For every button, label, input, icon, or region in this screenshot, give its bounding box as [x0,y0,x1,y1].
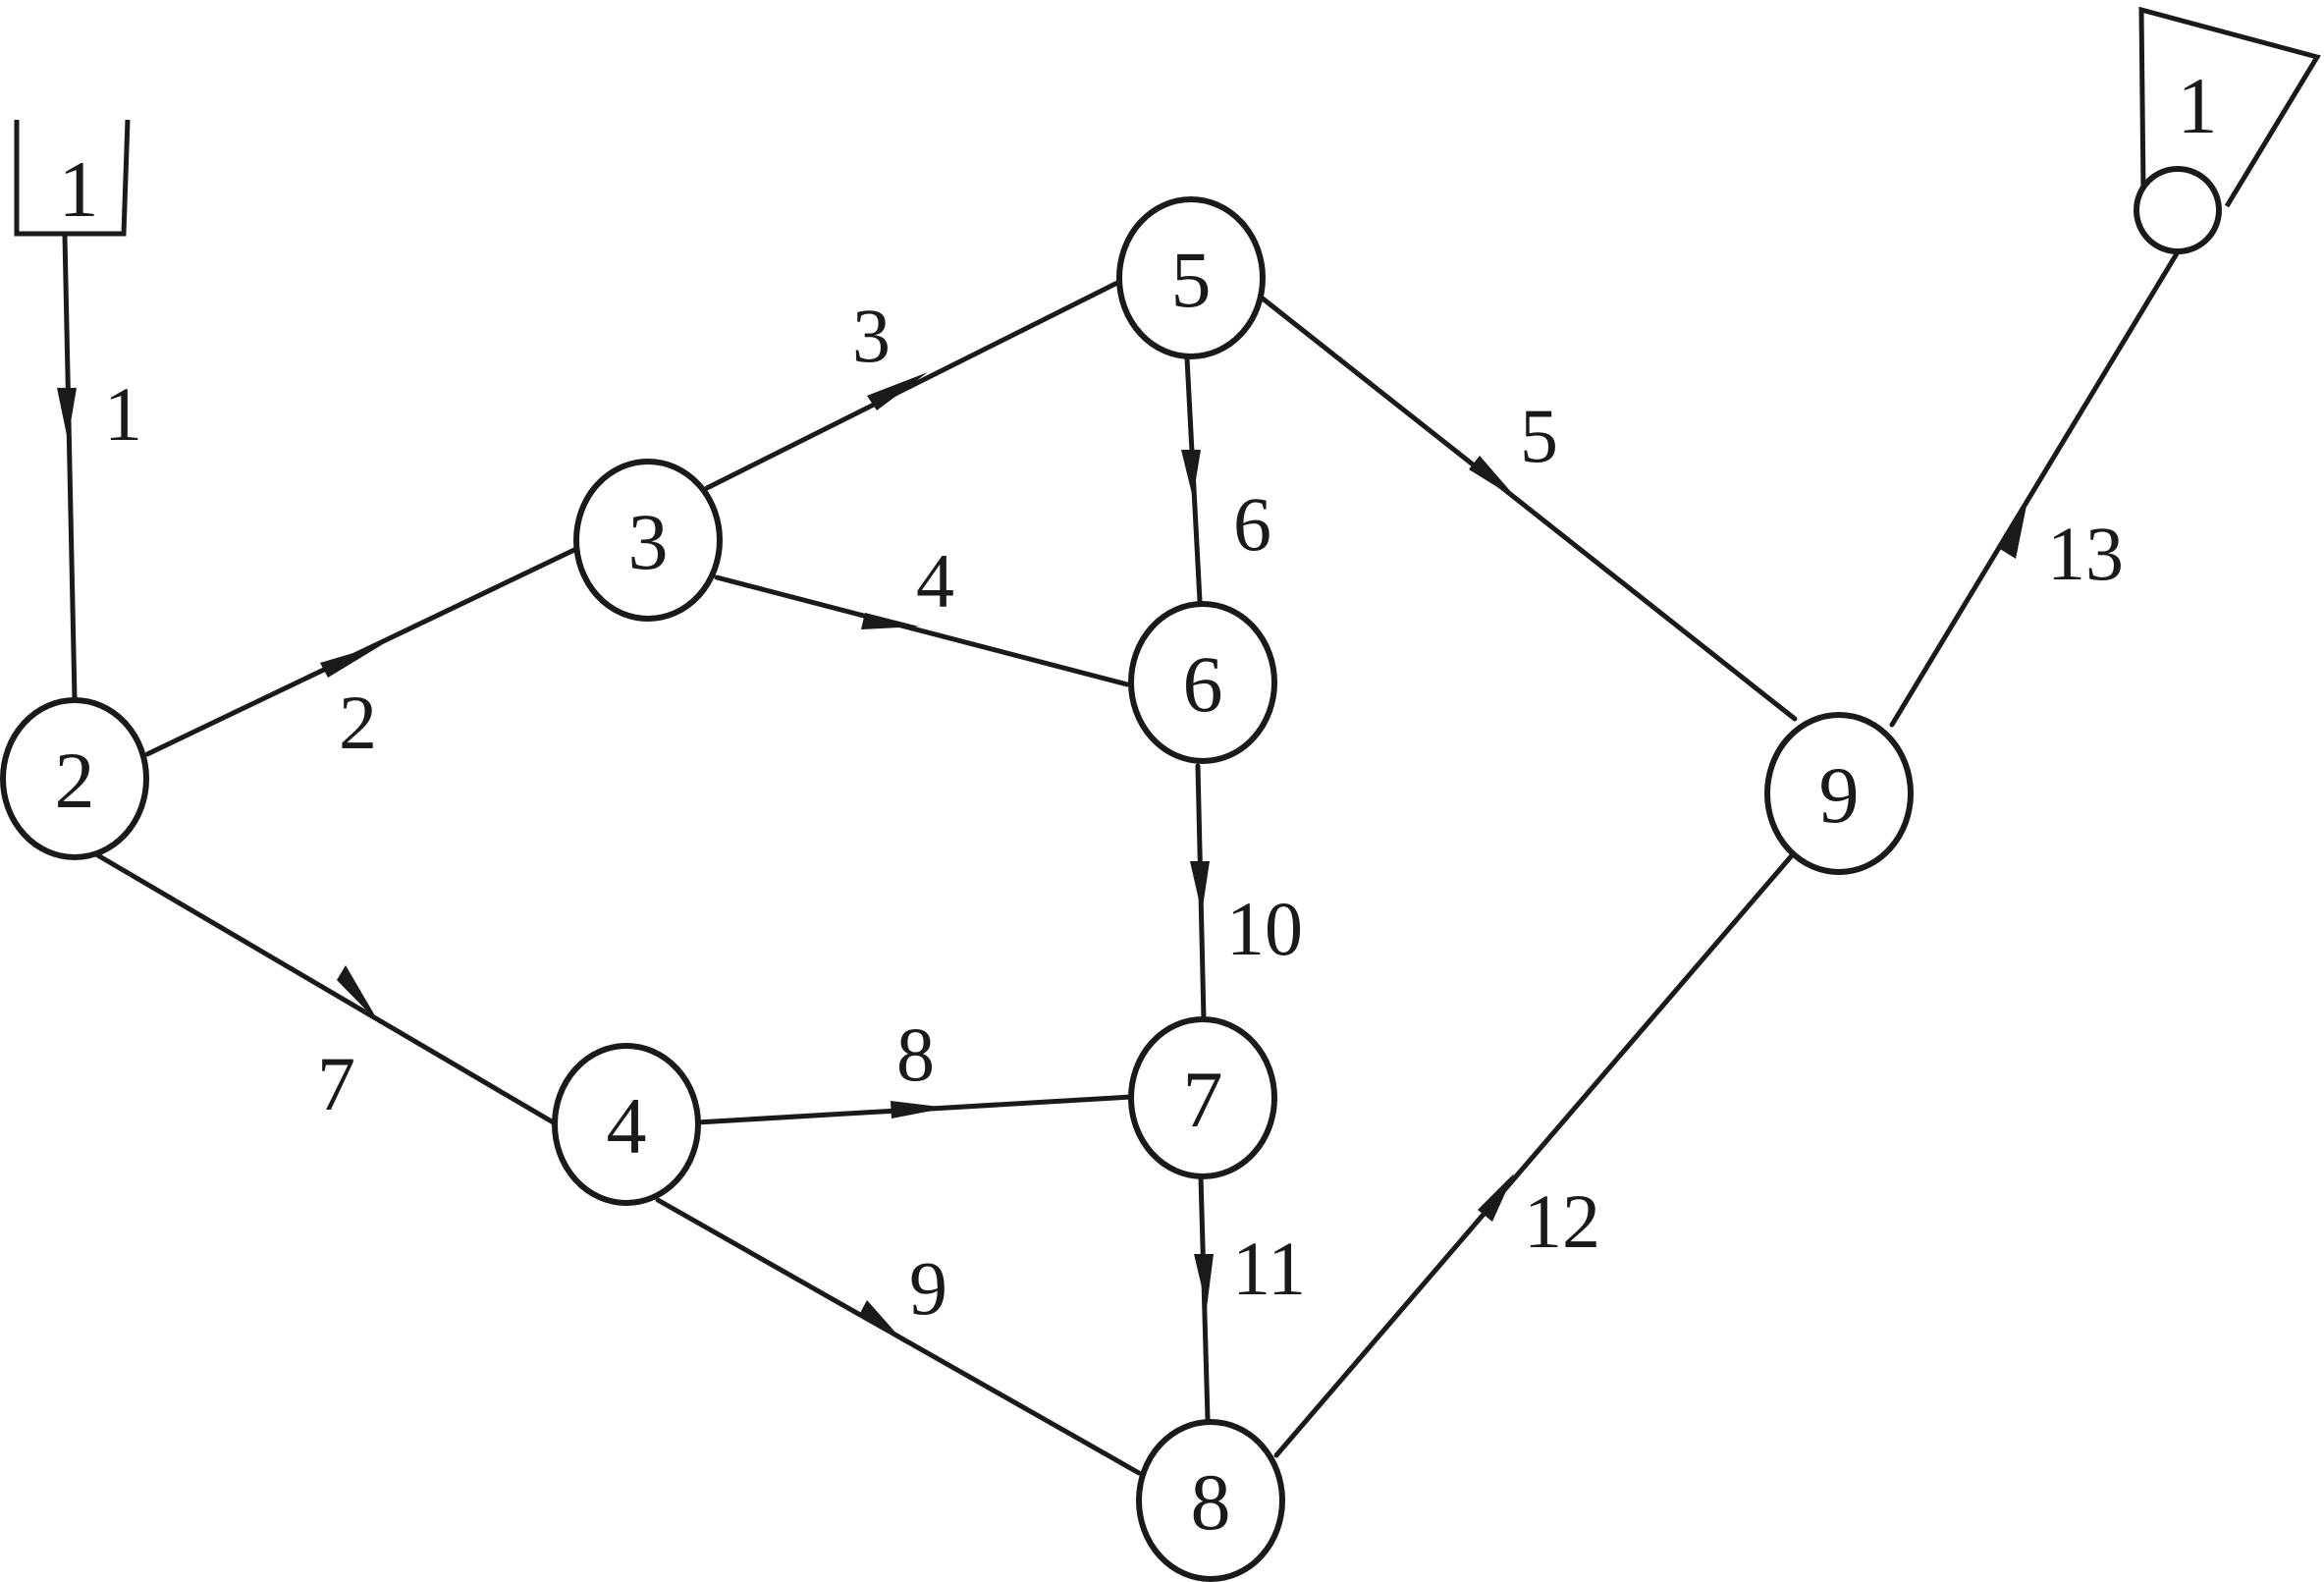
edge-label: 13 [2047,511,2124,596]
edge-label: 7 [317,1041,355,1126]
node-4: 4 [552,1043,701,1206]
edge-11: 11 [1194,1173,1306,1422]
nodes: 2 3 4 5 6 7 8 9 [0,196,1914,1582]
edge-label: 10 [1226,886,1303,971]
edge-8: 8 [694,1011,1134,1125]
node-label: 5 [1171,235,1212,324]
edge-4: 4 [714,538,1130,687]
edge-label: 12 [1524,1178,1600,1264]
edge-6: 6 [1181,355,1271,604]
edge-5: 5 [1260,296,1798,722]
edge-3: 3 [704,279,1122,491]
node-label: 2 [55,736,95,825]
edge-13: 13 [1889,247,2182,728]
node-6: 6 [1128,601,1277,764]
source-label: 1 [59,144,99,234]
node-label: 6 [1183,639,1223,729]
node-7: 7 [1128,1016,1277,1179]
source-node: 1 [14,119,131,237]
node-label: 3 [628,497,669,586]
edge-label: 5 [1520,393,1558,478]
edge-label: 2 [339,680,377,765]
edge-label: 11 [1232,1226,1306,1311]
node-label: 7 [1183,1055,1223,1144]
node-2: 2 [0,697,149,860]
node-label: 4 [607,1081,647,1171]
edge-10: 10 [1190,763,1303,1022]
edge-12: 12 [1273,851,1796,1458]
edges: 1 2 3 4 5 6 7 [57,233,2182,1476]
edge-7: 7 [93,851,565,1130]
edge-label: 3 [852,293,891,378]
edge-label: 8 [896,1011,935,1097]
node-8: 8 [1136,1419,1285,1582]
node-5: 5 [1116,196,1266,359]
sink-label: 1 [2178,61,2218,150]
sink-node: 1 [2134,6,2321,254]
node-label: 8 [1191,1457,1231,1547]
edge-1: 1 [57,233,142,702]
edge-label: 9 [909,1245,947,1331]
edge-label: 1 [104,371,142,457]
node-9: 9 [1764,712,1914,875]
edge-9: 9 [655,1197,1142,1476]
edge-2: 2 [144,546,579,765]
node-label: 9 [1819,750,1860,840]
edge-label: 4 [916,538,954,624]
edge-label: 6 [1233,481,1271,567]
node-3: 3 [573,459,723,622]
